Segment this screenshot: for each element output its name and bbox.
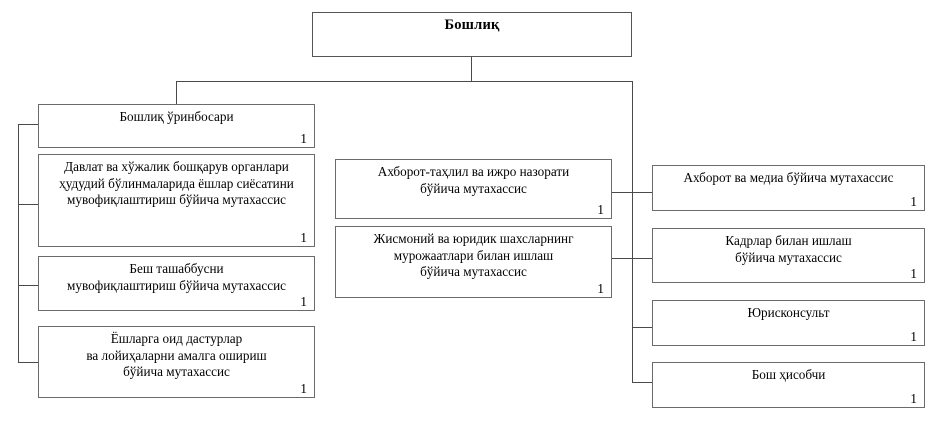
connector-left-drop xyxy=(176,81,177,106)
node-title: Беш ташаббусни мувофиқлаштириш бўйича му… xyxy=(67,261,286,293)
connector-right-stub-3 xyxy=(632,327,652,328)
connector-middle-stub-1 xyxy=(612,192,633,193)
node-count: 1 xyxy=(597,281,604,296)
node-root-boshliq[interactable]: Бошлиқ xyxy=(312,12,632,57)
connector-right-stub-1 xyxy=(632,192,652,193)
node-count: 1 xyxy=(300,294,307,309)
node-chief-accountant[interactable]: Бош ҳисобчи 1 xyxy=(652,362,925,408)
node-information-analysis-control-specialist[interactable]: Ахборот-таҳлил ва ижро назорати бўйича м… xyxy=(335,159,612,219)
node-count: 1 xyxy=(597,202,604,217)
connector-left-stub-3 xyxy=(18,285,39,286)
node-title: Бошлиқ xyxy=(444,17,500,33)
node-count: 1 xyxy=(910,329,917,344)
connector-left-stub-1 xyxy=(18,124,39,125)
node-title: Давлат ва хўжалик бошқарув органлари ҳуд… xyxy=(59,159,294,207)
connector-left-stub-4 xyxy=(18,362,39,363)
node-title: Юрисконсульт xyxy=(747,305,830,320)
node-title: Ёшларга оид дастурлар ва лойиҳаларни ама… xyxy=(86,331,267,379)
connector-right-stub-2 xyxy=(632,258,652,259)
node-count: 1 xyxy=(910,391,917,406)
node-hr-specialist[interactable]: Кадрлар билан ишлаш бўйича мутахассис 1 xyxy=(652,228,925,283)
node-five-initiatives-specialist[interactable]: Беш ташаббусни мувофиқлаштириш бўйича му… xyxy=(38,256,315,311)
node-title: Жисмоний ва юридик шахсларнинг мурожаатл… xyxy=(373,231,574,279)
node-title: Ахборот ва медиа бўйича мутахассис xyxy=(683,170,894,185)
node-youth-programs-projects-specialist[interactable]: Ёшларга оид дастурлар ва лойиҳаларни ама… xyxy=(38,326,315,398)
node-title: Кадрлар билан ишлаш бўйича мутахассис xyxy=(725,233,852,265)
node-citizen-appeals-specialist[interactable]: Жисмоний ва юридик шахсларнинг мурожаатл… xyxy=(335,226,612,298)
node-count: 1 xyxy=(300,381,307,396)
node-title: Ахборот-таҳлил ва ижро назорати бўйича м… xyxy=(377,164,570,196)
connector-left-stub-2 xyxy=(18,204,39,205)
connector-top-bus xyxy=(176,81,633,82)
node-title: Бошлиқ ўринбосари xyxy=(119,109,234,124)
node-legal-counsel[interactable]: Юрисконсульт 1 xyxy=(652,300,925,346)
connector-left-trunk xyxy=(18,124,19,363)
node-title: Бош ҳисобчи xyxy=(751,367,826,382)
node-count: 1 xyxy=(300,230,307,245)
node-count: 1 xyxy=(300,131,307,146)
node-deputy-head[interactable]: Бошлиқ ўринбосари 1 xyxy=(38,104,315,148)
connector-right-stub-4 xyxy=(632,382,652,383)
node-information-media-specialist[interactable]: Ахборот ва медиа бўйича мутахассис 1 xyxy=(652,165,925,211)
connector-middle-stub-2 xyxy=(612,258,633,259)
connector-right-trunk xyxy=(632,81,633,382)
node-count: 1 xyxy=(910,194,917,209)
node-state-economic-youth-policy-specialist[interactable]: Давлат ва хўжалик бошқарув органлари ҳуд… xyxy=(38,154,315,247)
connector-root-stem xyxy=(471,57,472,82)
node-count: 1 xyxy=(910,266,917,281)
